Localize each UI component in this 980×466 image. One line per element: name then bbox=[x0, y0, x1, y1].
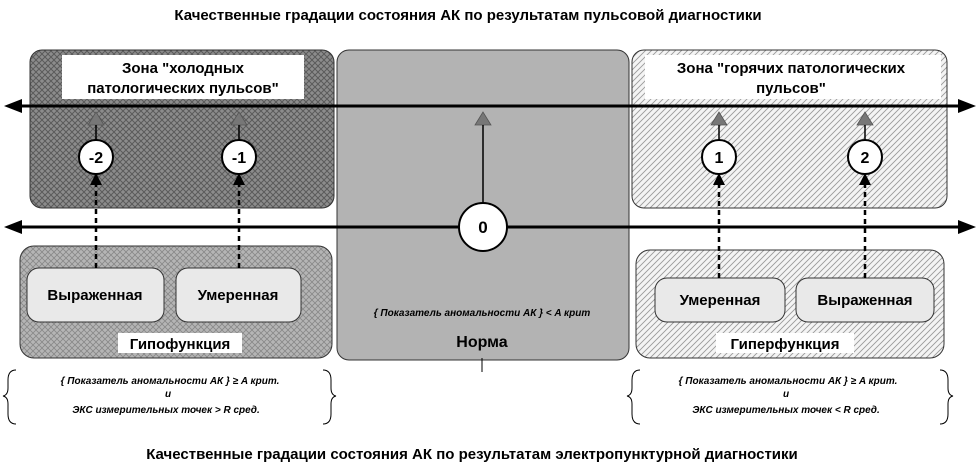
hyper-condition-left-brace bbox=[626, 369, 641, 425]
bottom-title: Качественные градации состояния АК по ре… bbox=[146, 446, 798, 463]
electro-axis-right-arrowhead bbox=[958, 220, 976, 234]
hyper-strong-label: Выраженная bbox=[817, 292, 912, 309]
circle-plus1-label: 1 bbox=[715, 150, 724, 167]
hypo-condition-right-brace bbox=[322, 369, 337, 425]
top-title: Качественные градации состояния АК по ре… bbox=[174, 7, 761, 24]
hypo-condition-left-brace bbox=[2, 369, 17, 425]
hypo-moderate-label: Умеренная bbox=[198, 287, 279, 304]
norm-label: Норма bbox=[456, 334, 508, 351]
dashed-arrowhead-minus1 bbox=[233, 173, 245, 185]
hyper-condition-line1: { Показатель аномальности АК } ≥ A крит. bbox=[679, 376, 898, 387]
cold-zone-title-line2: патологических пульсов" bbox=[87, 80, 279, 97]
circle-minus1-label: -1 bbox=[232, 150, 246, 167]
hot-zone-label-bg bbox=[645, 55, 941, 99]
circle-minus2 bbox=[78, 139, 114, 175]
circle-zero-label: 0 bbox=[478, 218, 487, 237]
hyperfunction-title: Гиперфункция bbox=[731, 336, 840, 353]
circle-plus1 bbox=[701, 139, 737, 175]
hyper-moderate-label: Умеренная bbox=[680, 292, 761, 309]
circle-minus2-label: -2 bbox=[89, 150, 103, 167]
hypo-condition-line1: { Показатель аномальности АК } ≥ A крит. bbox=[61, 376, 280, 387]
hypofunction-title: Гипофункция bbox=[130, 336, 231, 353]
cold-zone-label-bg bbox=[62, 55, 304, 99]
hot-zone-title-line2: пульсов" bbox=[756, 80, 826, 97]
hypo-strong-label: Выраженная bbox=[47, 287, 142, 304]
hypo-condition-line2: и bbox=[165, 389, 171, 400]
hyper-condition-line2: и bbox=[783, 389, 789, 400]
hot-zone-title-line1: Зона "горячих патологических bbox=[677, 60, 906, 77]
hypofunction-title-bg bbox=[118, 333, 242, 353]
cold-zone-title-line1: Зона "холодных bbox=[122, 60, 245, 77]
hyperfunction-title-bg bbox=[716, 333, 854, 353]
circle-plus2-label: 2 bbox=[861, 150, 870, 167]
norm-condition: { Показатель аномальности АК } < A крит bbox=[374, 308, 591, 319]
dashed-arrowhead-plus1 bbox=[713, 173, 725, 185]
hyper-condition-right-brace bbox=[939, 369, 954, 425]
pulse-axis-right-arrowhead bbox=[958, 99, 976, 113]
pulse-axis-left-arrowhead bbox=[4, 99, 22, 113]
dashed-arrowhead-minus2 bbox=[90, 173, 102, 185]
electro-axis-left-arrowhead bbox=[4, 220, 22, 234]
circle-zero bbox=[458, 202, 508, 252]
hyperfunction-box bbox=[635, 249, 945, 359]
dashed-arrowhead-plus2 bbox=[859, 173, 871, 185]
circle-minus1 bbox=[221, 139, 257, 175]
hypo-condition-line3: ЭКС измерительных точек > R сред. bbox=[72, 405, 260, 416]
hyper-condition-line3: ЭКС измерительных точек < R сред. bbox=[692, 405, 880, 416]
circle-plus2 bbox=[847, 139, 883, 175]
